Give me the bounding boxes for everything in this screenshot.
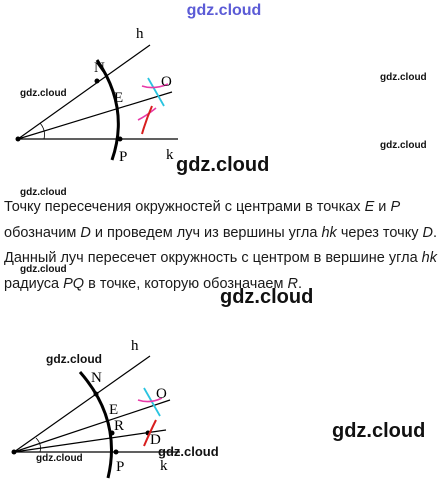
math-variable: hk xyxy=(421,250,437,266)
label-k: k xyxy=(160,458,168,474)
math-variable: PQ xyxy=(63,275,85,292)
label-P: P xyxy=(116,459,124,475)
point-P xyxy=(113,449,119,455)
angle-mark xyxy=(35,437,41,453)
ray-middle xyxy=(17,91,173,140)
arc-pink xyxy=(137,397,163,403)
watermark: gdz.cloud xyxy=(46,352,102,366)
vertex-point xyxy=(15,136,21,142)
label-E: E xyxy=(109,402,118,418)
point-N xyxy=(93,391,99,397)
math-variable: D xyxy=(80,224,91,241)
point-P xyxy=(117,136,123,142)
watermark: gdz.cloud xyxy=(158,444,219,459)
label-h: h xyxy=(131,338,139,354)
watermark: gdz.cloud xyxy=(36,453,83,464)
math-variable: D xyxy=(422,224,433,241)
ray-bisector xyxy=(13,429,167,453)
text-segment: и xyxy=(374,199,391,215)
label-N: N xyxy=(91,370,102,386)
watermark: gdz.cloud xyxy=(20,88,67,99)
watermark: gdz.cloud xyxy=(380,72,427,83)
label-h: h xyxy=(136,26,144,42)
watermark: gdz.cloud xyxy=(380,140,427,151)
label-P: P xyxy=(119,149,127,165)
angle-mark xyxy=(39,122,45,140)
label-O: O xyxy=(161,74,172,90)
big-arc xyxy=(78,371,113,479)
watermark: gdz.cloud xyxy=(20,187,67,198)
watermark: gdz.cloud xyxy=(20,264,67,275)
point-N xyxy=(94,78,100,84)
label-k: k xyxy=(166,147,174,163)
text-segment: . Данный луч пересечет окружность с цент… xyxy=(4,224,438,267)
label-N: N xyxy=(94,60,105,76)
label-O: O xyxy=(156,386,167,402)
math-variable: R xyxy=(287,275,298,292)
text-segment: в точке, которую обозначаем xyxy=(84,275,288,292)
text-segment: . xyxy=(297,275,302,292)
ray-middle xyxy=(13,399,171,453)
watermark: gdz.cloud xyxy=(220,286,314,308)
point-R xyxy=(109,430,115,436)
solution-paragraph: Точку пересечения окружностей с центрами… xyxy=(4,195,444,297)
arc-red xyxy=(141,105,153,135)
label-D: D xyxy=(150,432,161,448)
math-variable: hk xyxy=(321,224,337,241)
text-segment: Точку пересечения окружностей с центрами… xyxy=(4,199,365,215)
text-segment: через точку xyxy=(336,224,423,241)
text-segment: радиуса xyxy=(4,275,64,292)
ray-h xyxy=(13,355,151,453)
arc-red xyxy=(143,419,157,447)
text-segment: обозначим xyxy=(4,224,81,241)
big-arc xyxy=(95,59,120,161)
label-E: E xyxy=(114,90,123,106)
watermark: gdz.cloud xyxy=(176,154,270,176)
figure-1: h N E O P k xyxy=(15,26,178,165)
math-variable: E xyxy=(364,199,375,215)
figure-2: h N E R O D P k xyxy=(11,338,180,479)
site-title[interactable]: gdz.cloud xyxy=(186,2,262,19)
arc-pink-2 xyxy=(137,107,157,121)
text-segment: и проведем луч из вершины угла xyxy=(90,224,322,241)
arc-cyan xyxy=(147,77,165,107)
vertex-point xyxy=(11,449,17,455)
watermark: gdz.cloud xyxy=(332,420,426,442)
math-variable: P xyxy=(390,199,401,215)
label-R: R xyxy=(114,418,124,434)
arc-pink xyxy=(141,83,169,89)
